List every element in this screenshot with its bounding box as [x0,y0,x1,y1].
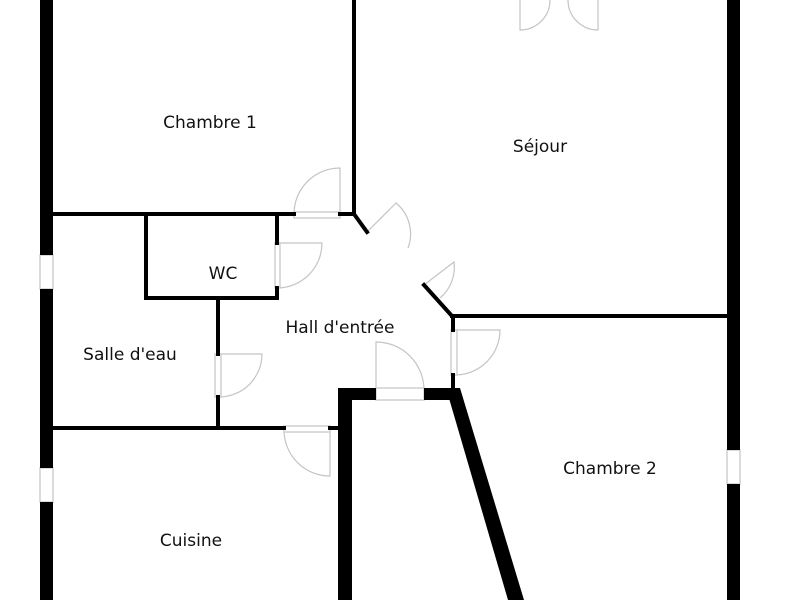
door-sejour-hall-1 [366,202,412,249]
door-chambre-2 [454,329,501,376]
door-cuisine [283,429,331,477]
wall-diag-bottom [421,282,455,319]
wall-right-bottom [727,484,740,600]
room-label-hall: Hall d'entrée [286,318,395,338]
room-label-salle-deau: Salle d'eau [83,345,177,365]
wall-left-mid [40,289,53,468]
door-sejour-hall-2 [423,260,455,299]
walls-thick [40,0,740,600]
room-label-wc: WC [209,264,238,284]
opening-chambre-2 [450,329,458,376]
room-label-cuisine: Cuisine [160,531,222,551]
door-chambre-1 [293,167,341,215]
wall-left-bottom [40,502,53,600]
opening-salle-deau [214,353,222,398]
walls-thin [51,0,729,430]
window-left-upper [39,254,54,290]
wall-diag-top [351,211,370,235]
door-sejour-double-left [519,0,551,31]
room-label-sejour: Séjour [513,137,567,157]
wall-right-top [727,0,740,450]
door-sejour-double-right [567,0,599,31]
wall-stair-left [338,388,352,600]
window-entrance [375,387,425,401]
window-left-lower [39,467,54,503]
window-right [726,449,741,485]
room-label-chambre-1: Chambre 1 [163,113,257,133]
room-labels: Chambre 1 Séjour WC Hall d'entrée Salle … [83,113,657,551]
wall-entrance-right [424,388,450,400]
door-swings [218,0,599,477]
opening-wc [274,242,281,289]
room-label-chambre-2: Chambre 2 [563,459,657,479]
opening-chambre-1 [293,211,341,219]
wall-stair-diagonal [446,388,524,600]
door-entrance [375,341,425,391]
opening-cuisine [283,425,331,433]
door-salle-deau [218,353,263,398]
wall-left-top [40,0,53,255]
door-wc [276,242,323,289]
